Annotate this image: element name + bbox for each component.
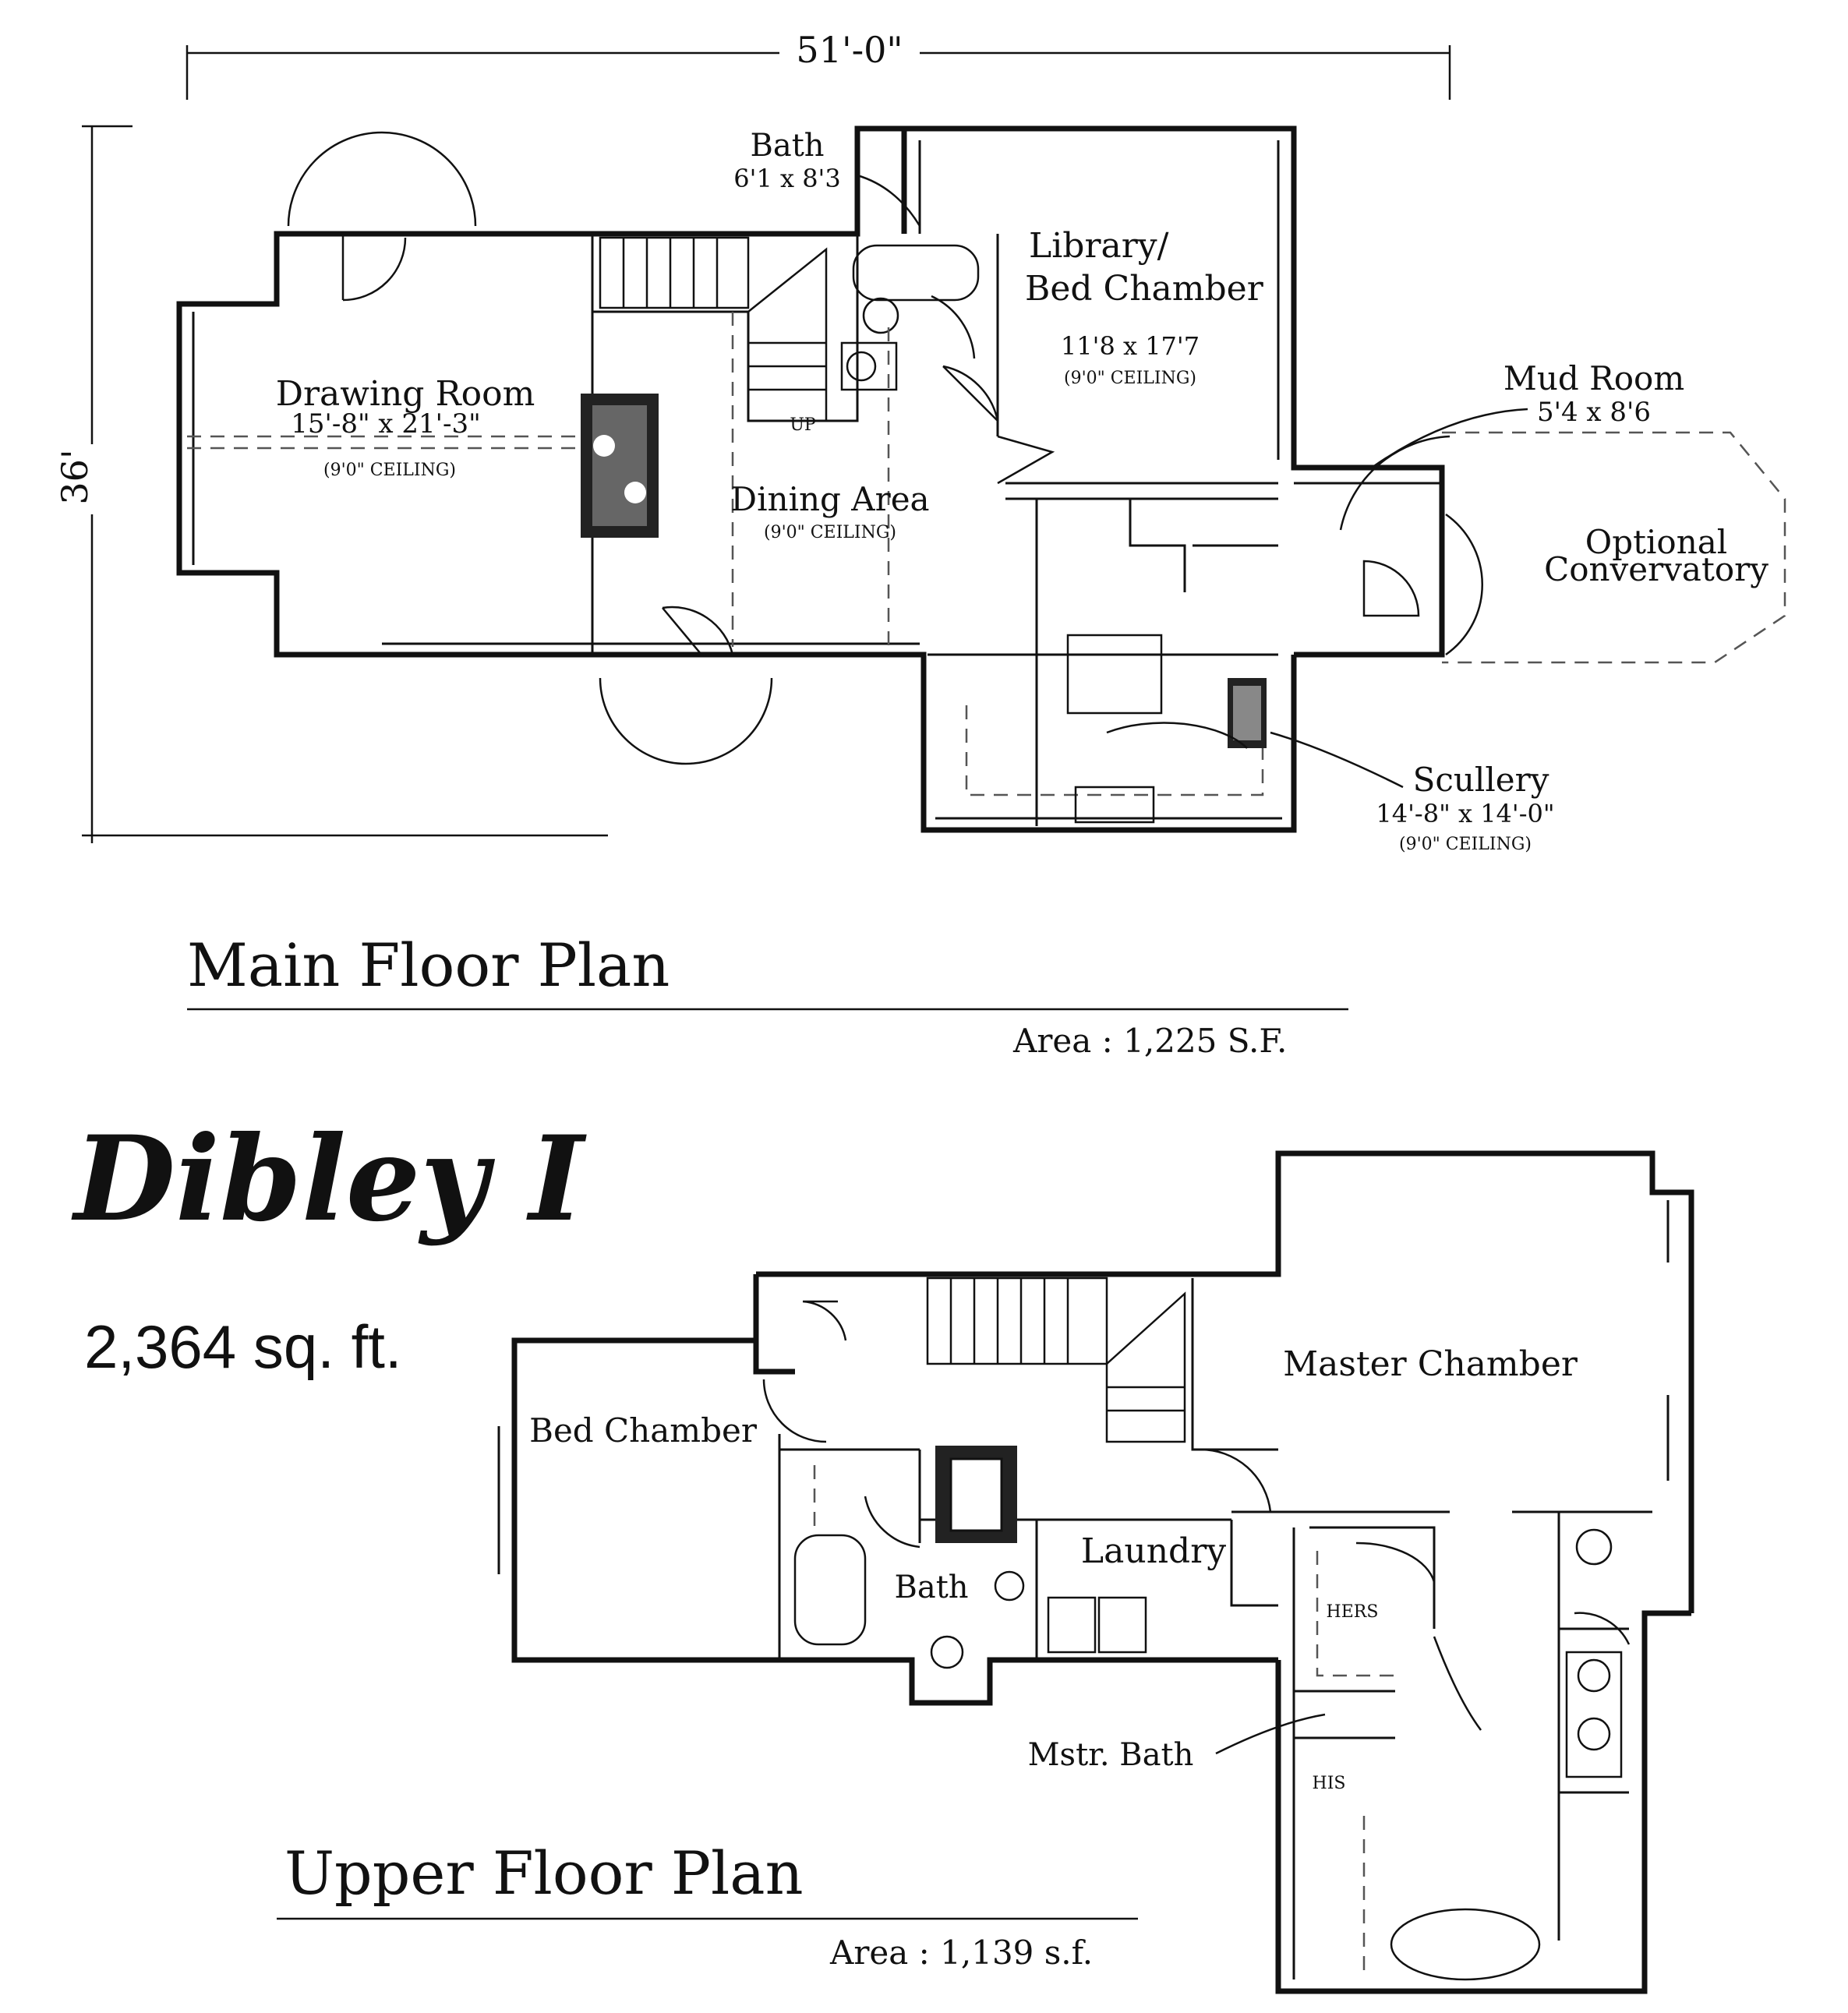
- master-chamber-label: Master Chamber: [1283, 1344, 1578, 1384]
- conservatory-label-2: Convervatory: [1544, 550, 1768, 588]
- library-label-2: Bed Chamber: [1025, 269, 1264, 309]
- library-ceiling-label: (9'0" CEILING): [1064, 369, 1196, 388]
- his-closet-label: HIS: [1313, 1774, 1346, 1793]
- scullery-ceiling-label: (9'0" CEILING): [1399, 835, 1532, 854]
- upper-closets: [813, 1465, 1403, 1979]
- laundry-label: Laundry: [1081, 1531, 1226, 1571]
- upper-doors: [762, 1300, 1631, 1731]
- upper-floor-plan: Master Chamber Bed Chamber Laundry Bath …: [277, 1150, 1694, 1994]
- bath-size-label: 6'1 x 8'3: [733, 164, 840, 193]
- stair-up-note: UP: [790, 415, 816, 435]
- width-dimension-label: 51'-0": [796, 29, 903, 71]
- main-floor-doors: [599, 365, 1483, 765]
- main-floor-leaders: [857, 174, 1528, 789]
- main-floor-heading: Main Floor Plan: [187, 931, 670, 1000]
- mud-room-label: Mud Room: [1503, 359, 1684, 397]
- main-floor-outline: [370, 125, 1445, 833]
- upper-fireplace: [935, 1446, 1017, 1543]
- scullery-label: Scullery: [1413, 761, 1549, 799]
- dining-area-ceiling-label: (9'0" CEILING): [764, 523, 896, 542]
- upper-stairs: [926, 1277, 1186, 1443]
- master-bath-leader: [1215, 1713, 1326, 1755]
- scullery-size-label: 14'-8" x 14'-0": [1376, 799, 1554, 828]
- scullery-fixtures: [965, 634, 1267, 824]
- main-bath-fixtures: [840, 244, 980, 391]
- upper-floor-outline: [497, 1150, 1694, 1994]
- main-floor-labels: Bath 6'1 x 8'3 Library/ Bed Chamber 11'8…: [276, 128, 1769, 854]
- master-bath-label: Mstr. Bath: [1028, 1737, 1194, 1773]
- depth-dimension-label: 36': [54, 449, 96, 504]
- dining-area-label: Dining Area: [730, 480, 929, 518]
- upper-floor-heading: Upper Floor Plan: [284, 1838, 804, 1908]
- main-stairs: UP: [599, 236, 828, 435]
- library-label-1: Library/: [1029, 226, 1169, 266]
- drawing-room-fireplace: [581, 394, 659, 538]
- upper-floor-area: Area : 1,139 s.f.: [829, 1934, 1093, 1972]
- library-size-label: 11'8 x 17'7: [1061, 331, 1200, 361]
- bed-chamber-label: Bed Chamber: [529, 1411, 758, 1450]
- optional-conservatory: [1442, 431, 1786, 664]
- mud-room-size-label: 5'4 x 8'6: [1537, 397, 1651, 428]
- main-ceiling-beams: [187, 312, 890, 647]
- upper-bath-label: Bath: [894, 1570, 968, 1605]
- bath-label: Bath: [750, 128, 824, 164]
- drawing-room-size-label: 15'-8" x 21'-3": [291, 408, 481, 440]
- depth-dimension: 36': [47, 125, 608, 843]
- plan-title: Dibley I: [71, 1111, 587, 1248]
- drawing-room-ceiling-label: (9'0" CEILING): [323, 461, 456, 480]
- main-floor-interior: [591, 234, 1442, 826]
- hers-closet-label: HERS: [1327, 1602, 1379, 1622]
- upper-floor-labels: Master Chamber Bed Chamber Laundry Bath …: [529, 1344, 1578, 1793]
- width-dimension: 51'-0": [186, 29, 1451, 100]
- upper-floor-interior: [778, 1278, 1652, 1979]
- main-floor-area: Area : 1,225 S.F.: [1012, 1022, 1287, 1060]
- conservatory-label-1: Optional: [1585, 523, 1727, 561]
- title-block: Dibley I 2,364 sq. ft.: [71, 1111, 587, 1381]
- total-area: 2,364 sq. ft.: [84, 1312, 402, 1381]
- upper-bath-fixtures: [793, 1528, 1623, 1981]
- main-floor-plan: 51'-0" 36': [47, 29, 1786, 1060]
- drawing-room-walls: [176, 131, 477, 658]
- drawing-room-label: Drawing Room: [276, 374, 535, 414]
